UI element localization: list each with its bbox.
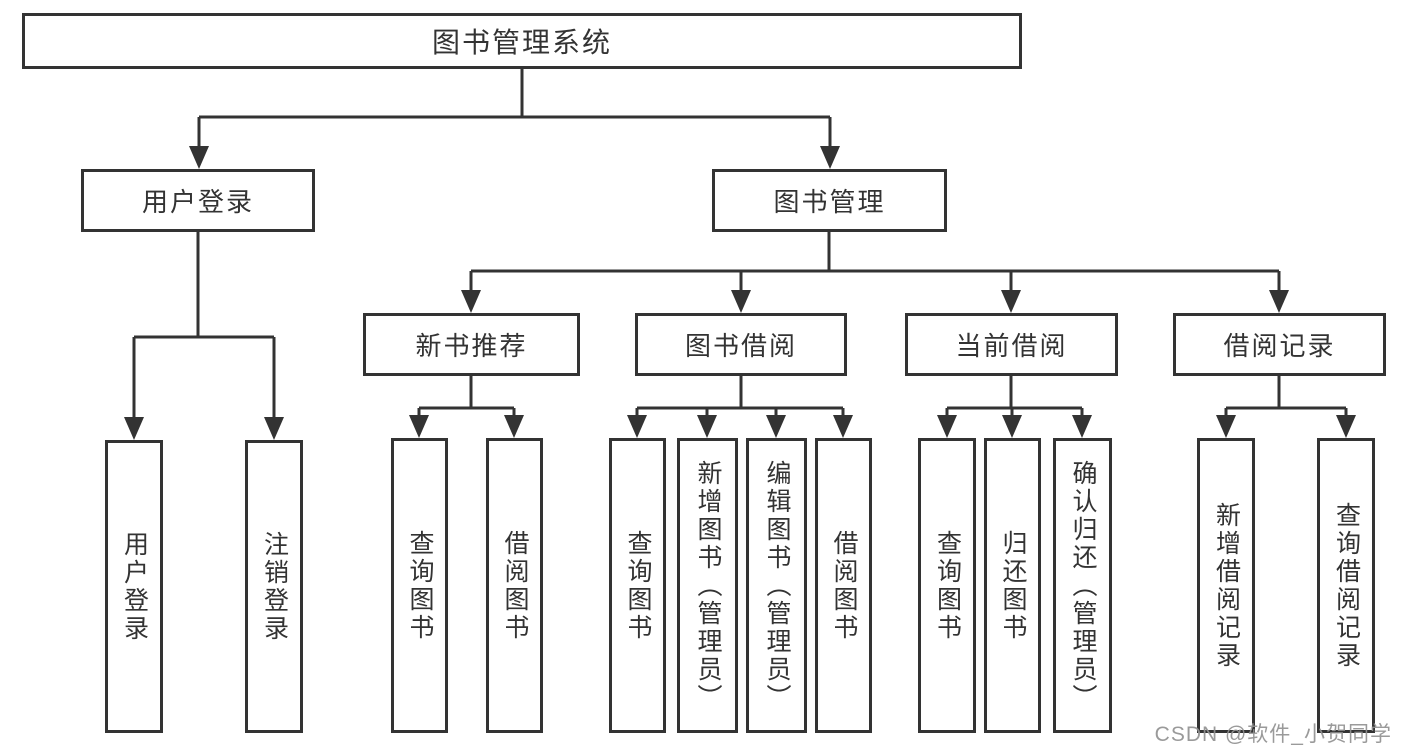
node-label: 借阅图书	[501, 529, 529, 642]
node-label: 当前借阅	[955, 331, 1068, 361]
leaf-query-books-borrow: 查询图书	[609, 438, 666, 733]
leaf-borrow-books: 借阅图书	[815, 438, 872, 733]
node-borrowing-records: 借阅记录	[1173, 313, 1386, 376]
node-label: 用户登录	[141, 187, 254, 217]
node-user-login: 用户登录	[81, 169, 315, 232]
node-label: 查询图书	[406, 529, 434, 642]
node-label: 确认归还（管理员）	[1069, 459, 1097, 712]
node-label: 归还图书	[999, 529, 1027, 642]
leaf-edit-books-admin: 编辑图书（管理员）	[746, 438, 807, 733]
leaf-borrow-books-recommend: 借阅图书	[486, 438, 543, 733]
arrowhead-icons	[124, 146, 1356, 440]
node-book-management: 图书管理	[712, 169, 947, 232]
node-book-borrowing: 图书借阅	[635, 313, 847, 376]
node-label: 图书借阅	[684, 331, 797, 361]
node-label: 图书管理系统	[431, 27, 612, 58]
leaf-add-borrow-record: 新增借阅记录	[1197, 438, 1255, 733]
node-label: 新增图书（管理员）	[694, 459, 722, 712]
leaf-query-books-recommend: 查询图书	[391, 438, 448, 733]
node-label: 注销登录	[260, 530, 289, 643]
node-label: 图书管理	[773, 187, 886, 217]
leaf-query-books-current: 查询图书	[918, 438, 976, 733]
leaf-query-borrow-record: 查询借阅记录	[1317, 438, 1375, 733]
watermark: CSDN @软件_小贺同学	[1154, 723, 1392, 746]
node-label: 新增借阅记录	[1212, 501, 1241, 670]
leaf-logout: 注销登录	[245, 440, 303, 733]
leaf-add-books-admin: 新增图书（管理员）	[677, 438, 738, 733]
node-label: 编辑图书（管理员）	[763, 459, 791, 712]
node-label: 查询图书	[933, 529, 962, 642]
leaf-confirm-return-admin: 确认归还（管理员）	[1053, 438, 1112, 733]
node-label: 用户登录	[120, 530, 149, 643]
node-label: 借阅记录	[1223, 331, 1336, 361]
node-current-borrowing: 当前借阅	[905, 313, 1118, 376]
node-label: 新书推荐	[415, 331, 528, 361]
node-label: 查询图书	[624, 529, 652, 642]
leaf-user-login: 用户登录	[105, 440, 163, 733]
node-label: 查询借阅记录	[1332, 501, 1361, 670]
node-new-book-recommendation: 新书推荐	[363, 313, 580, 376]
node-label: 借阅图书	[830, 529, 858, 642]
connector-line-segments	[132, 69, 1348, 417]
node-library-management-system: 图书管理系统	[22, 13, 1022, 69]
leaf-return-books: 归还图书	[984, 438, 1041, 733]
